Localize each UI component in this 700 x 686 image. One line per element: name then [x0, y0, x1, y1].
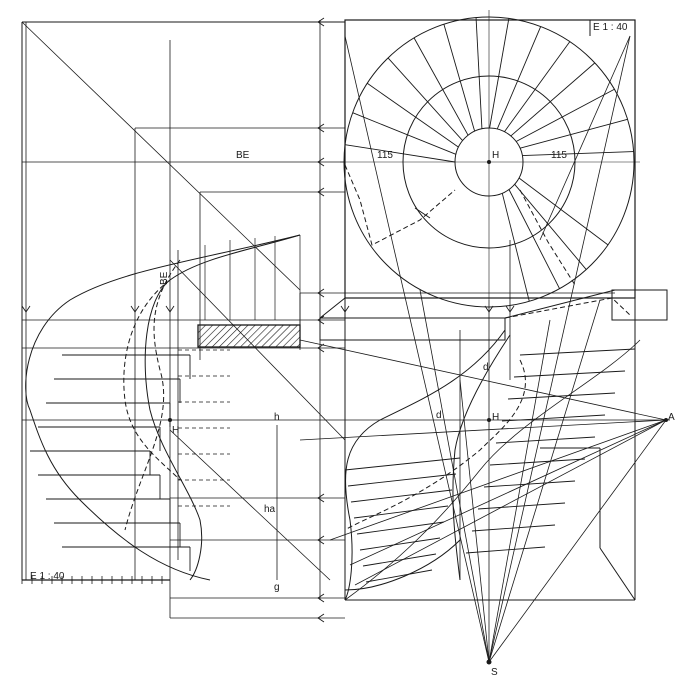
arrowhead	[317, 187, 325, 197]
arrowhead-down	[340, 305, 350, 313]
right-perspective	[319, 289, 668, 601]
right-lower-step	[344, 457, 461, 471]
right-step-tread	[507, 392, 616, 400]
plan-tread-line	[510, 62, 596, 137]
construction-rays	[21, 21, 667, 663]
right-lower-step	[362, 553, 437, 567]
point-d-lower: d	[436, 410, 442, 421]
right-stair-steps	[344, 348, 636, 583]
right-lower-step	[356, 521, 445, 535]
plan-tread-line	[514, 184, 587, 270]
arrowhead	[317, 535, 325, 545]
arrowhead	[317, 593, 325, 603]
arrowhead-down	[505, 305, 515, 313]
arrowhead	[317, 315, 325, 325]
right-step-tread	[489, 458, 586, 466]
be-vertical-label: BE	[159, 271, 170, 285]
arrowhead-down	[21, 305, 31, 313]
plan-tread-line	[501, 193, 530, 302]
plan-tread-line	[366, 82, 459, 148]
point-h-small: h	[274, 412, 280, 423]
plan-tread-line	[515, 88, 615, 142]
right-lower-step	[359, 537, 441, 551]
plan-frame	[344, 19, 636, 299]
plan-tread-line	[489, 18, 510, 129]
dimension-right: 115	[551, 150, 567, 161]
right-step-tread	[519, 348, 636, 356]
plan-tread-line	[508, 189, 560, 289]
right-step-tread	[471, 524, 556, 532]
right-lower-step	[353, 505, 449, 519]
scale-bar-bottom	[21, 576, 170, 584]
outer-frame	[21, 21, 345, 580]
plan-tread-line	[518, 177, 609, 246]
arrowhead	[317, 343, 325, 353]
point-ha: ha	[264, 504, 276, 515]
arrowhead	[317, 288, 325, 298]
right-step-tread	[501, 414, 606, 422]
right-step-tread	[483, 480, 576, 488]
plan-tread-line	[496, 26, 542, 130]
right-lower-step	[347, 473, 457, 487]
plan-tread-line	[344, 144, 456, 163]
plan-treads	[344, 17, 634, 302]
point-s: S	[491, 667, 498, 678]
point-g: g	[274, 582, 280, 593]
right-step-tread	[477, 502, 566, 510]
elevation-frame	[344, 298, 636, 601]
left-elevation	[25, 234, 301, 581]
right-lower-step	[350, 489, 453, 503]
plan-tread-line	[504, 41, 571, 132]
projection-lines	[22, 21, 670, 619]
right-step-tread	[465, 546, 546, 554]
right-step-tread	[513, 370, 626, 378]
arrowhead-down	[130, 305, 140, 313]
point-h-left: H	[172, 425, 179, 436]
plan-tread-line	[413, 37, 469, 136]
plan-tread-line	[519, 118, 628, 149]
dimension-left: 115	[377, 150, 393, 161]
plan-tread-line	[475, 17, 483, 129]
arrowhead	[317, 157, 325, 167]
arrowhead	[317, 613, 325, 623]
plan-tread-line	[443, 24, 476, 132]
point-a: A	[668, 412, 675, 423]
arrowhead-down	[484, 305, 494, 313]
arrowhead-down	[165, 305, 175, 313]
points	[168, 160, 668, 665]
arrowhead	[317, 123, 325, 133]
be-horizontal-label: BE	[236, 150, 250, 161]
vertical-guides	[25, 20, 511, 662]
arrowhead	[317, 493, 325, 503]
scale-label-top: E 1 : 40	[593, 22, 628, 33]
plan-tread-line	[352, 112, 457, 155]
scale-label-bottom: E 1 : 40	[30, 571, 65, 582]
point-h-right: H	[492, 412, 499, 423]
arrowhead	[317, 17, 325, 27]
right-lower-step	[365, 569, 433, 583]
labels: E 1 : 40 E 1 : 40 BE BE 115 115 H H H h …	[30, 22, 675, 678]
plan-view	[340, 10, 640, 308]
right-step-tread	[495, 436, 596, 444]
left-stair-steps	[30, 349, 230, 571]
point-h-plan: H	[492, 150, 499, 161]
plan-tread-line	[387, 57, 463, 141]
point-d-upper: d	[483, 362, 489, 373]
projection-arrows	[21, 17, 515, 623]
